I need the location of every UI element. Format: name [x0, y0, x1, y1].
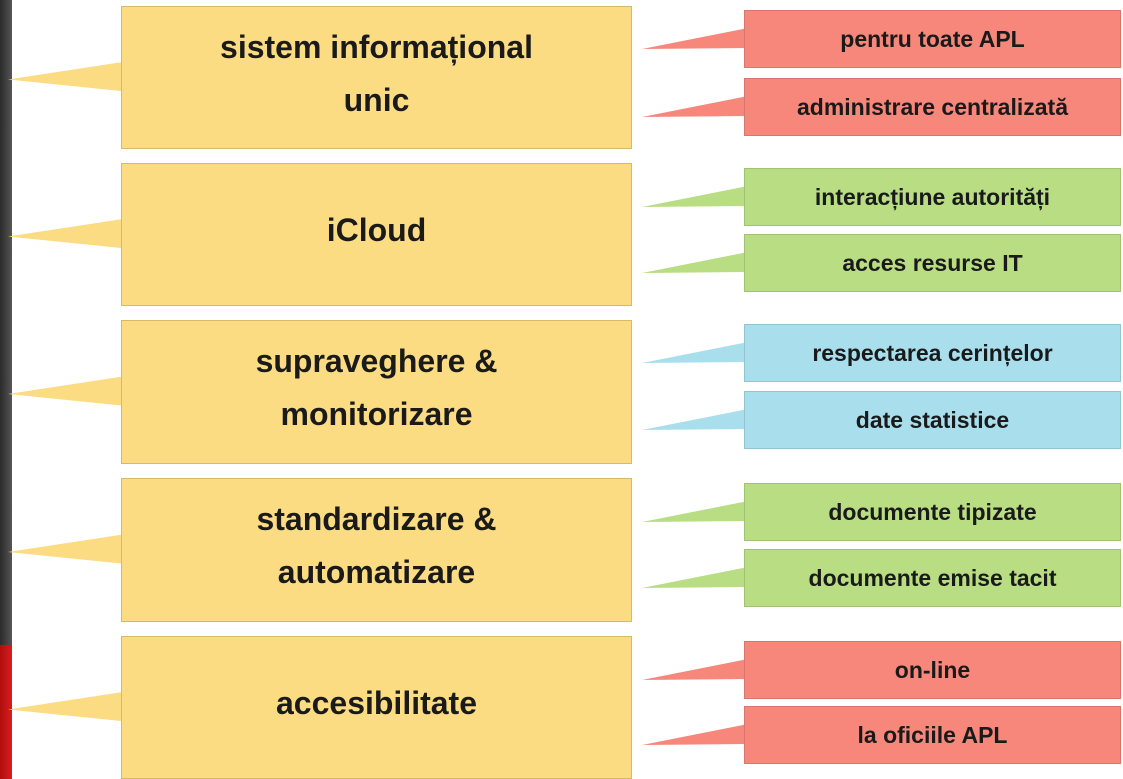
- sub-box-administrare: administrare centralizată: [744, 78, 1121, 136]
- sub-pointer: [642, 96, 748, 117]
- photo-edge-red: [0, 645, 12, 779]
- main-box-icloud: iCloud: [121, 163, 632, 306]
- sub-pointer: [642, 28, 748, 49]
- sub-box-acces-it: acces resurse IT: [744, 234, 1121, 292]
- sub-box-label: interacțiune autorități: [814, 183, 1051, 210]
- sub-box-label: date statistice: [855, 406, 1010, 433]
- main-box-label: supraveghere & monitorizare: [255, 343, 498, 432]
- photo-edge-dark: [0, 0, 12, 645]
- sub-pointer: [642, 342, 748, 363]
- sub-box-online: on-line: [744, 641, 1121, 699]
- sub-box-label: documente tipizate: [828, 498, 1037, 525]
- main-box-accesibilitate: accesibilitate: [121, 636, 632, 779]
- main-pointer: [8, 218, 126, 249]
- sub-box-label: la oficiile APL: [857, 721, 1008, 748]
- main-box-standardizare: standardizare & automatizare: [121, 478, 632, 622]
- sub-pointer: [642, 409, 748, 430]
- sub-box-label: respectarea cerințelor: [812, 339, 1053, 366]
- main-pointer: [8, 691, 126, 722]
- main-pointer: [8, 376, 126, 406]
- sub-box-statistice: date statistice: [744, 391, 1121, 449]
- sub-box-label: documente emise tacit: [808, 564, 1057, 591]
- main-box-label: accesibilitate: [276, 685, 477, 722]
- sub-box-label: acces resurse IT: [842, 249, 1023, 276]
- sub-box-toate-apl: pentru toate APL: [744, 10, 1121, 68]
- sub-box-interactiune: interacțiune autorități: [744, 168, 1121, 226]
- main-box-supraveghere: supraveghere & monitorizare: [121, 320, 632, 464]
- main-box-sistem: sistem informațional unic: [121, 6, 632, 149]
- sub-box-cerinte: respectarea cerințelor: [744, 324, 1121, 382]
- sub-box-tipizate: documente tipizate: [744, 483, 1121, 541]
- main-pointer: [8, 61, 126, 92]
- sub-pointer: [642, 567, 748, 588]
- sub-pointer: [642, 186, 748, 207]
- sub-box-tacit: documente emise tacit: [744, 549, 1121, 607]
- sub-box-label: pentru toate APL: [840, 25, 1025, 52]
- main-box-label: iCloud: [326, 212, 427, 249]
- main-box-label: sistem informațional unic: [220, 28, 533, 118]
- sub-box-oficii: la oficiile APL: [744, 706, 1121, 764]
- main-box-label: standardizare & automatizare: [256, 501, 497, 590]
- sub-pointer: [642, 659, 748, 680]
- sub-pointer: [642, 724, 748, 745]
- sub-box-label: administrare centralizată: [796, 93, 1068, 120]
- main-pointer: [8, 534, 126, 564]
- sub-pointer: [642, 501, 748, 522]
- sub-box-label: on-line: [894, 656, 971, 683]
- sub-pointer: [642, 252, 748, 273]
